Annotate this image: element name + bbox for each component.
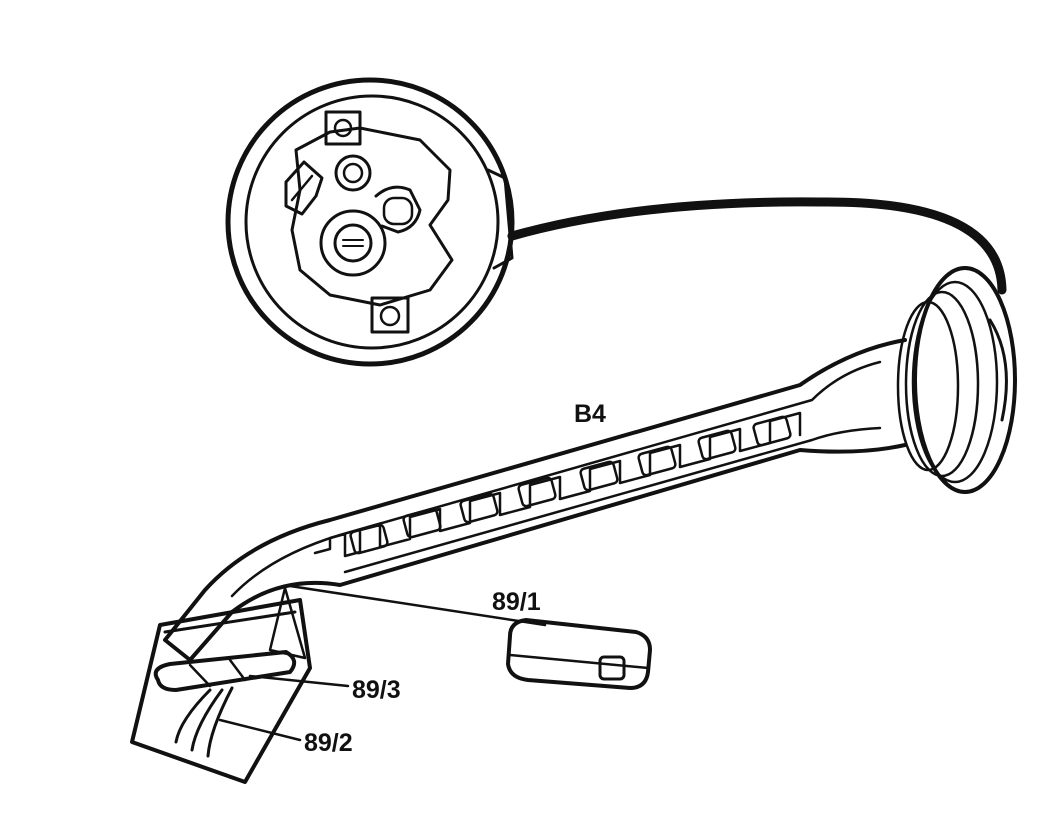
label-b4: B4 xyxy=(574,400,606,428)
leader-line-89-1 xyxy=(288,584,547,627)
resistor-track xyxy=(313,411,802,558)
float-arm-assembly xyxy=(130,586,312,784)
leader-line-89-3 xyxy=(248,674,350,688)
sensor-housing xyxy=(896,266,1017,494)
sensor-tube xyxy=(163,338,907,662)
label-89-1: 89/1 xyxy=(492,588,541,616)
component-89-1-box xyxy=(506,618,652,690)
label-89-2: 89/2 xyxy=(304,729,353,757)
resistor-blocks xyxy=(349,415,792,555)
label-89-3: 89/3 xyxy=(352,676,401,704)
leader-line-89-2 xyxy=(218,718,302,742)
sensor-flange xyxy=(225,77,515,367)
connecting-cable xyxy=(507,197,1007,295)
